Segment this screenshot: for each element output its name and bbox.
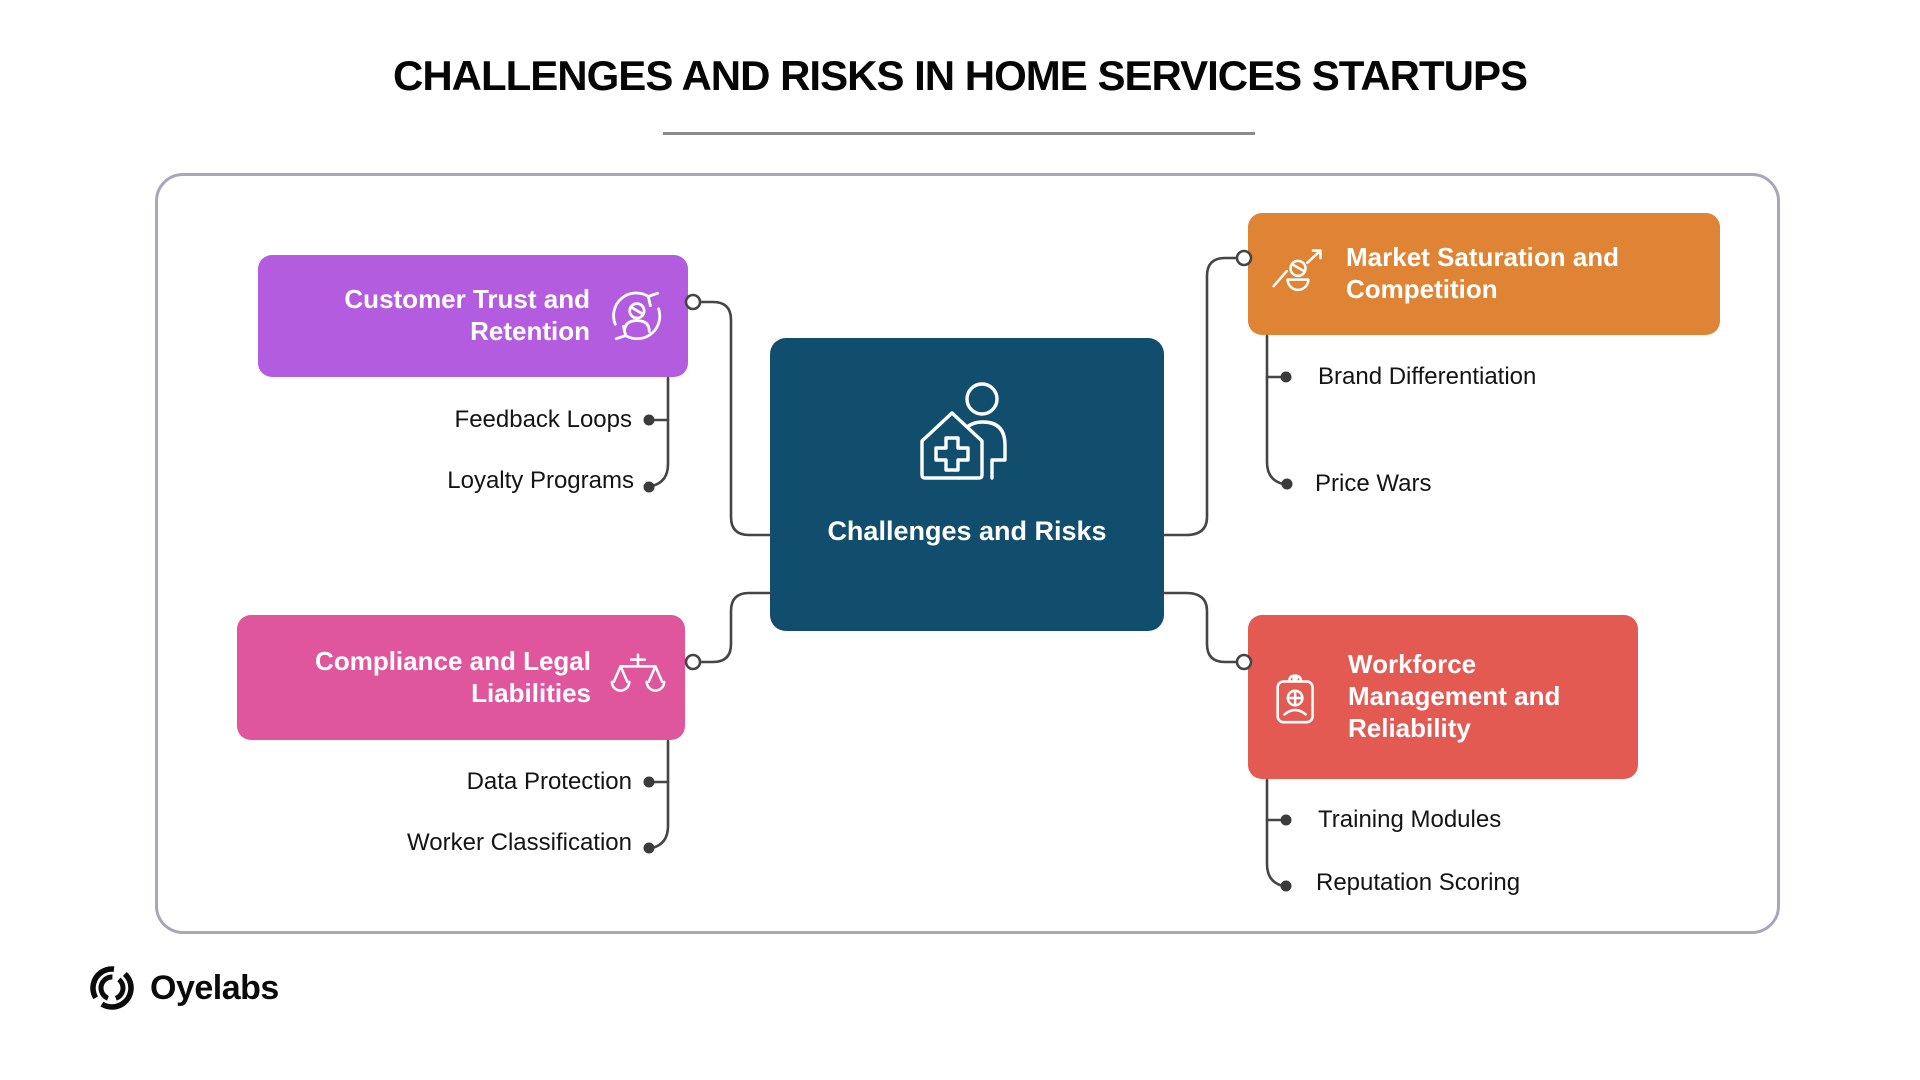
branch-customer-trust-label: Customer Trust and Retention <box>344 284 590 346</box>
home-service-person-icon <box>920 382 1007 480</box>
leaf-brand-differentiation: Brand Differentiation <box>1318 363 1537 390</box>
brand-footer: Oyelabs <box>88 964 279 1012</box>
branch-customer-trust: Customer Trust and Retention <box>258 255 688 377</box>
leaf-data-protection: Data Protection <box>466 768 632 795</box>
leaf-feedback-loops: Feedback Loops <box>454 406 632 433</box>
branch-workforce-label: Workforce Management and Reliability <box>1348 649 1561 743</box>
branch-market-saturation-label: Market Saturation and Competition <box>1346 242 1620 304</box>
branch-compliance: Compliance and Legal Liabilities <box>237 615 685 740</box>
customer-retention-icon <box>606 283 672 349</box>
brand-name: Oyelabs <box>150 968 279 1007</box>
branch-workforce: Workforce Management and Reliability <box>1248 615 1638 779</box>
branch-compliance-label: Compliance and Legal Liabilities <box>315 645 591 708</box>
leaf-price-wars: Price Wars <box>1315 470 1432 497</box>
branch-market-saturation: Market Saturation and Competition <box>1248 213 1720 335</box>
legal-scales-icon <box>607 647 669 709</box>
leaf-loyalty-programs: Loyalty Programs <box>447 467 634 494</box>
leaf-worker-classification: Worker Classification <box>407 829 632 856</box>
market-growth-icon <box>1268 244 1328 304</box>
leaf-training-modules: Training Modules <box>1318 806 1502 833</box>
oyelabs-logo-icon <box>90 966 134 1010</box>
leaf-reputation-scoring: Reputation Scoring <box>1316 869 1521 896</box>
page-title: CHALLENGES AND RISKS IN HOME SERVICES ST… <box>392 52 1528 99</box>
center-node: Challenges and Risks <box>770 338 1164 631</box>
workforce-badge-icon <box>1268 666 1330 728</box>
title-underline <box>663 132 1255 135</box>
center-node-label: Challenges and Risks <box>827 516 1107 546</box>
